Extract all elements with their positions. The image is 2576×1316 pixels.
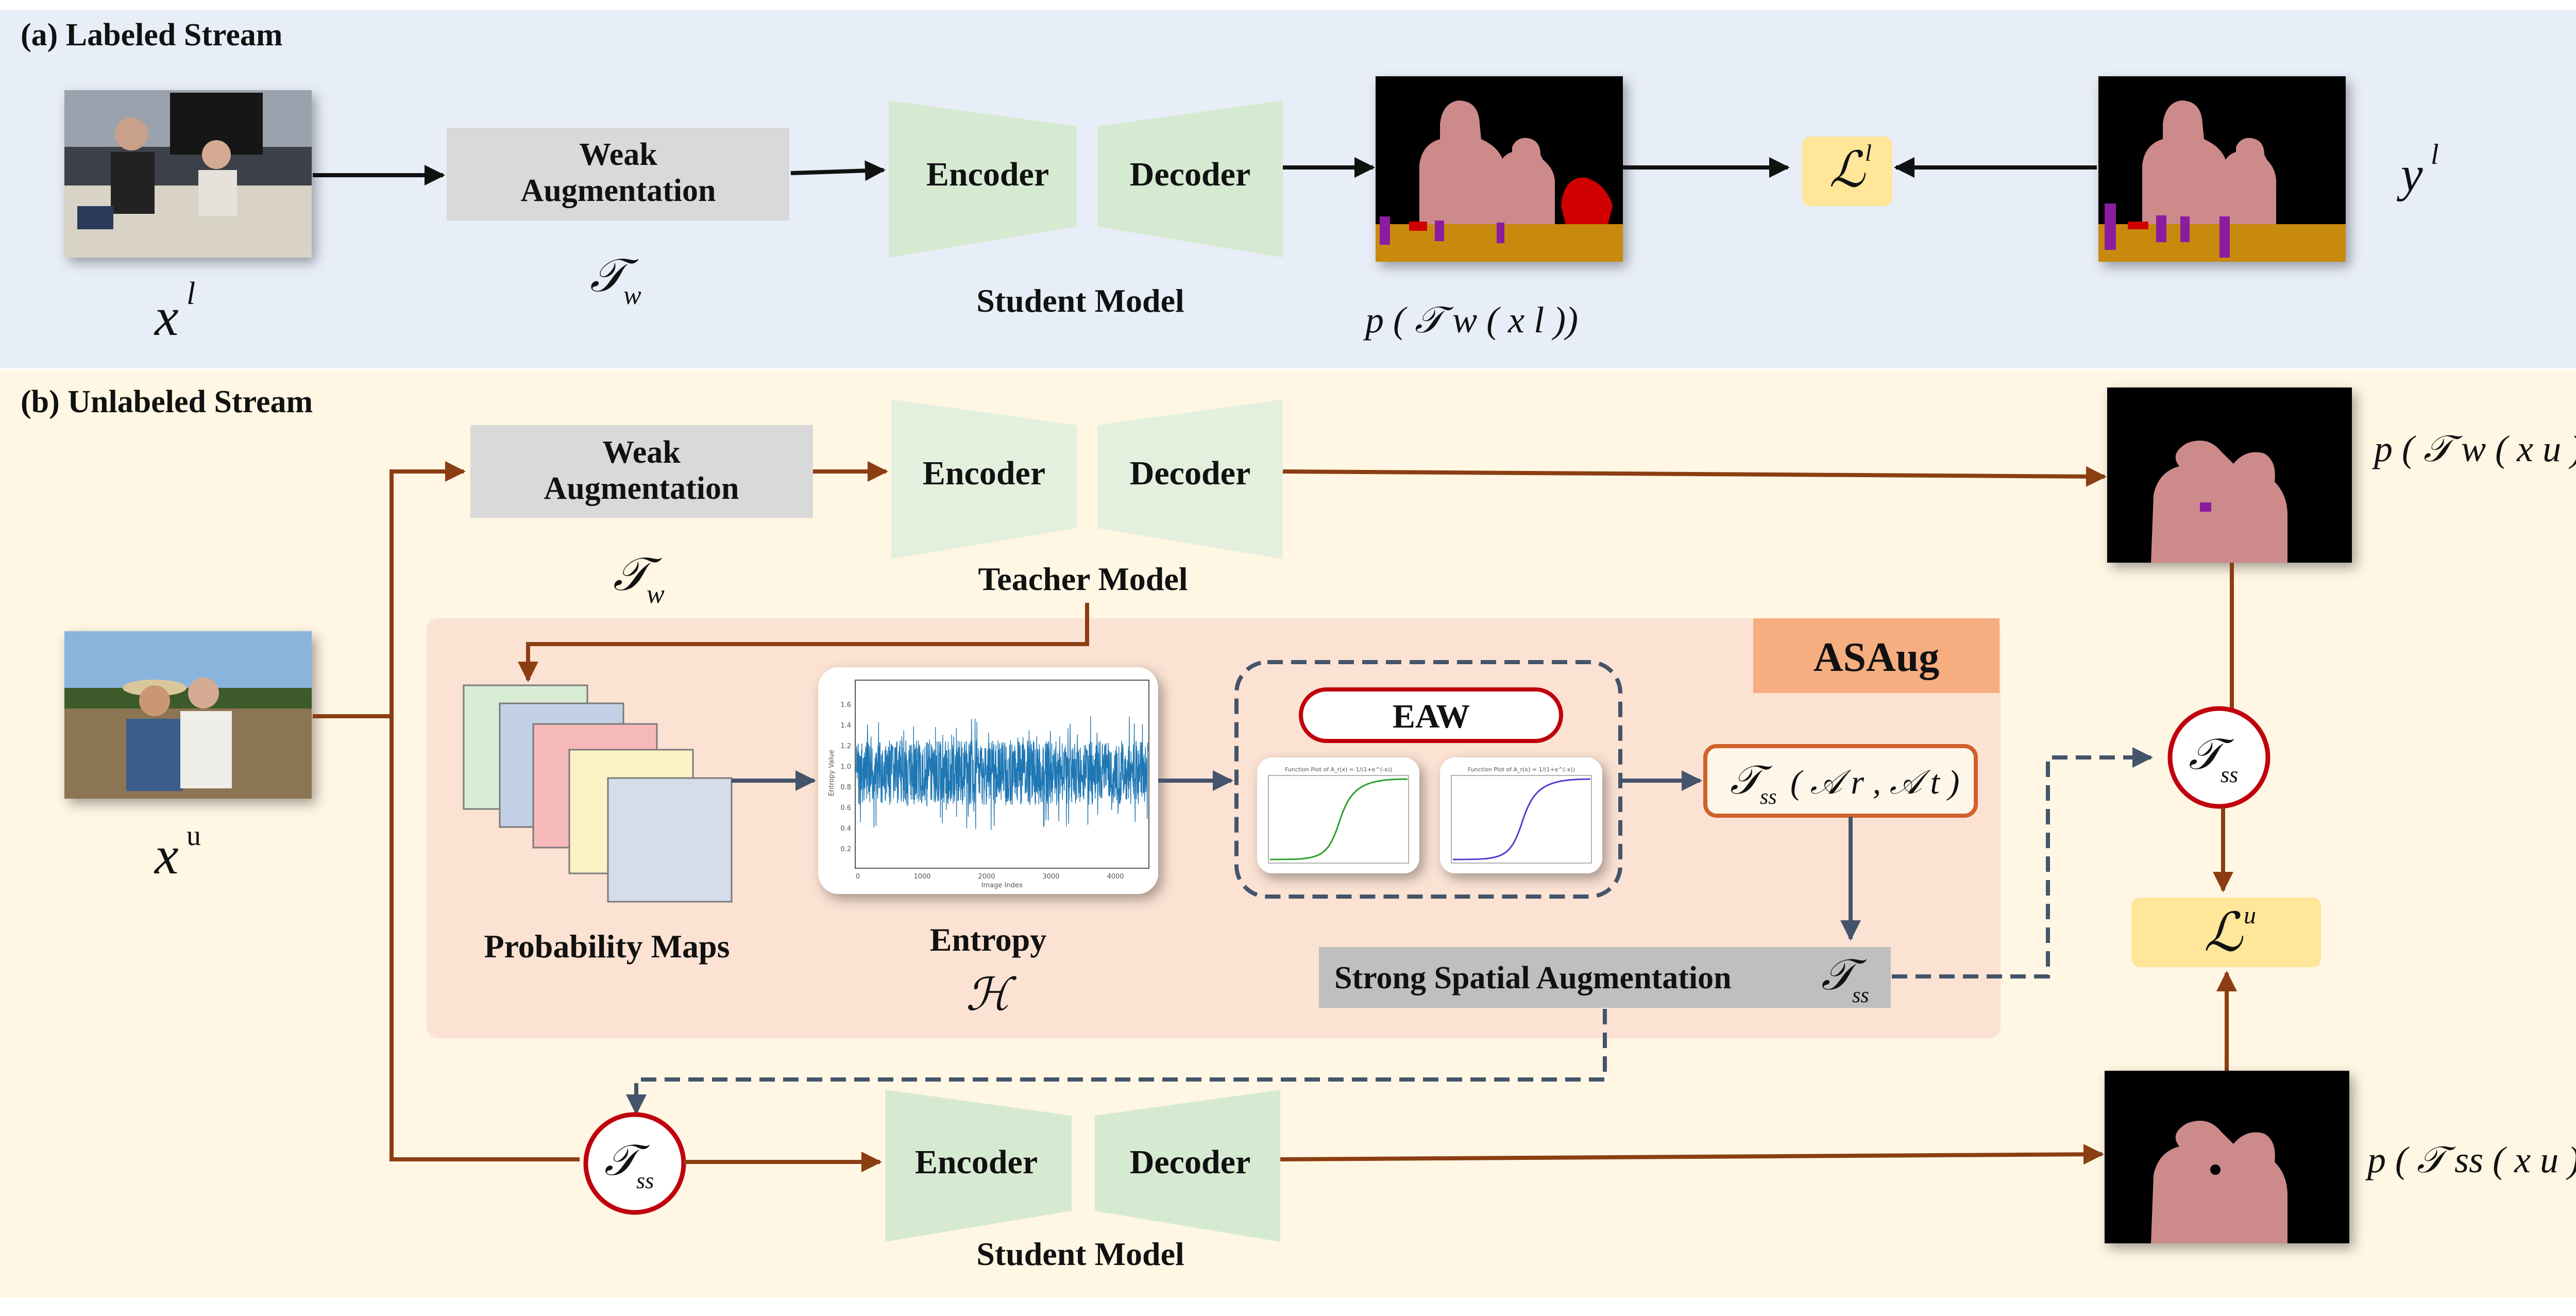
entropy-series: [856, 716, 1148, 830]
svg-text:1.6: 1.6: [840, 701, 851, 709]
asaug-title: ASAug: [1814, 635, 1940, 680]
svg-text:1.2: 1.2: [840, 743, 851, 750]
labeled-input-photo: [64, 90, 312, 258]
student-decoder-shape: [1095, 1090, 1280, 1242]
eaw-label-box: [1299, 687, 1563, 743]
unlabeled-student-model-label: Student Model: [976, 1236, 1184, 1272]
eaw-label: EAW: [1393, 698, 1470, 735]
unlabeled-weak-aug-box: [470, 425, 813, 518]
mini-plot-title-1: Function Plot of A_r(x) = 1/(1+e^(-x)): [1285, 766, 1392, 773]
arrow-teacher-to-pred: [1282, 466, 2107, 487]
gt-symbol: y: [2396, 146, 2423, 201]
labeled-prediction-mask: [1376, 76, 1623, 262]
teacher-decoder-label: Decoder: [1130, 454, 1251, 492]
svg-text:3000: 3000: [1042, 873, 1059, 881]
probability-maps-stack: [463, 684, 733, 903]
strong-aug-label: Strong Spatial Augmentation: [1334, 960, 1732, 996]
entropy-xlabel: Image Index: [981, 882, 1023, 889]
svg-text:1000: 1000: [913, 873, 930, 881]
asaug-title-box: [1753, 618, 1999, 693]
labeled-decoder-label: Decoder: [1130, 156, 1251, 193]
teacher-prediction-mask: [2107, 387, 2352, 563]
labeled-ground-truth-mask: [2098, 76, 2346, 262]
unlabeled-weak-aug-line1: Weak: [602, 435, 681, 470]
probability-maps-label: Probability Maps: [484, 928, 730, 965]
student-encoder-label: Encoder: [915, 1143, 1038, 1181]
labeled-loss-sup: l: [1865, 140, 1872, 166]
labeled-weak-aug-box: [447, 128, 789, 221]
labeled-input-sup: l: [187, 276, 195, 311]
unlabeled-weak-aug-sub: w: [647, 580, 665, 609]
unlabeled-input-symbol: x: [154, 825, 179, 885]
svg-text:0: 0: [856, 873, 860, 881]
labeled-weak-aug-line1: Weak: [579, 137, 657, 172]
entropy-y-ticks: 1.6 1.4 1.2 1.0 0.8 0.6 0.4 0.2: [840, 701, 851, 853]
entropy-label: Entropy: [930, 921, 1046, 958]
unlabeled-weak-aug-line2: Augmentation: [544, 471, 739, 506]
unlabeled-loss-box: [2131, 898, 2321, 967]
arrow-weakaug-to-encoder-l: [790, 160, 886, 181]
svg-text:0.8: 0.8: [840, 784, 851, 791]
student-encoder-shape: [885, 1090, 1072, 1242]
student-prediction-mask: [2105, 1071, 2349, 1243]
eaw-sigmoid-plot-rotation: Function Plot of A_r(x) = 1/(1+e^(-x)): [1257, 757, 1419, 873]
labeled-student-model-label: Student Model: [976, 282, 1184, 319]
labeled-encoder-label: Encoder: [926, 156, 1049, 193]
unlabeled-branch-lines: [313, 461, 580, 1161]
right-tss-circle: [2167, 706, 2270, 809]
svg-text:2000: 2000: [978, 873, 995, 881]
entropy-symbol: ℋ: [966, 970, 1017, 1020]
labeled-pred-expr: p ( 𝒯 w ( x l )): [1363, 299, 1578, 341]
teacher-pred-expr: p ( 𝒯 w ( x u )): [2371, 428, 2576, 469]
student-pred-expr: p ( 𝒯 ss ( x u )): [2365, 1139, 2576, 1180]
svg-text:0.2: 0.2: [840, 846, 851, 853]
labeled-stream-title: (a) Labeled Stream: [21, 18, 283, 53]
svg-text:0.6: 0.6: [840, 804, 851, 812]
labeled-input-symbol: x: [154, 286, 179, 347]
tss-function-sub: ss: [1760, 785, 1777, 809]
entropy-x-ticks: 0 1000 2000 3000 4000: [856, 873, 1124, 881]
teacher-encoder-shape: [891, 399, 1077, 559]
labeled-loss-box: [1802, 137, 1892, 206]
teacher-decoder-shape: [1097, 399, 1283, 559]
entropy-ylabel: Entropy Value: [828, 750, 836, 796]
tss-function-args: ( 𝒜 r , 𝒜 t ): [1790, 764, 1959, 801]
bottom-tss-sub: ss: [636, 1168, 654, 1193]
teacher-model-label: Teacher Model: [978, 561, 1188, 597]
teacher-encoder-label: Encoder: [923, 454, 1045, 492]
labeled-encoder-shape: [889, 100, 1077, 258]
labeled-decoder-shape: [1097, 100, 1283, 258]
labeled-weak-aug-sub: w: [623, 281, 641, 310]
tss-function-box: [1703, 744, 1978, 818]
strong-aug-box: [1319, 947, 1891, 1008]
unlabeled-input-sup: u: [187, 820, 201, 852]
strong-aug-sub: ss: [1852, 984, 1869, 1007]
unlabeled-input-photo: [64, 631, 312, 799]
unlabeled-loss-symbol: ℒ: [2204, 903, 2244, 963]
svg-text:1.4: 1.4: [840, 722, 851, 730]
svg-text:1.0: 1.0: [840, 763, 851, 771]
right-tss-sub: ss: [2221, 762, 2238, 787]
unlabeled-loss-sup: u: [2244, 902, 2256, 929]
entropy-plot: 1.6 1.4 1.2 1.0 0.8 0.6 0.4 0.2 0 1000 2…: [818, 667, 1158, 894]
mini-plot-title-2: Function Plot of A_r(x) = 1/(1+e^(-x)): [1468, 766, 1575, 773]
eaw-sigmoid-plot-translation: Function Plot of A_r(x) = 1/(1+e^(-x)): [1440, 757, 1602, 873]
arrow-student-to-pred: [1280, 1144, 2104, 1165]
svg-text:4000: 4000: [1107, 873, 1124, 881]
entropy-line: [856, 716, 1148, 830]
gt-sup: l: [2431, 139, 2439, 171]
labeled-weak-aug-line2: Augmentation: [521, 173, 716, 208]
svg-text:0.4: 0.4: [840, 825, 851, 833]
student-decoder-label: Decoder: [1130, 1143, 1251, 1181]
dashed-strongaug-to-right-tss: [1892, 747, 2153, 978]
dashed-strongaug-to-bottom-tss: [626, 1009, 1607, 1115]
arrow-teacher-to-probmaps: [518, 603, 1089, 682]
unlabeled-stream-title: (b) Unlabeled Stream: [21, 384, 313, 419]
labeled-loss-symbol: ℒ: [1829, 142, 1866, 197]
